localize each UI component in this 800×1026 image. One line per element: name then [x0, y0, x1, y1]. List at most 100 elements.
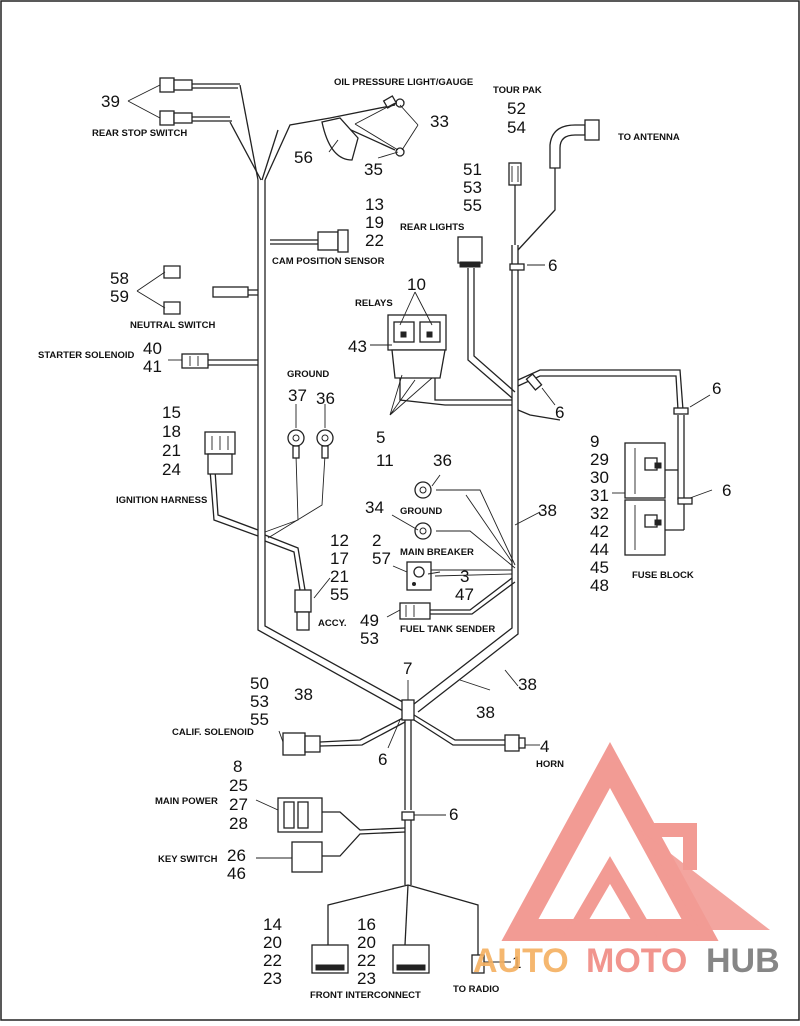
- callout-38-right: 38: [518, 675, 537, 694]
- callout-53-rear: 53: [463, 178, 482, 197]
- leader-lines: [127, 84, 713, 963]
- callout-6-tourpak: 6: [548, 256, 557, 275]
- callout-55-calif: 55: [250, 710, 269, 729]
- callout-36-right: 36: [433, 451, 452, 470]
- antenna-elbow: [549, 119, 600, 169]
- callout-31: 31: [590, 486, 609, 505]
- callout-6-relay: 6: [555, 403, 564, 422]
- callout-numbers: 39 33 56 35 52 54 51 53 55 6 13 19 22 10…: [101, 92, 731, 988]
- callout-41: 41: [143, 357, 162, 376]
- callout-20-b: 20: [357, 933, 376, 952]
- callout-7: 7: [403, 659, 412, 678]
- callout-53-fuel: 53: [360, 629, 379, 648]
- label-neutral-switch: NEUTRAL SWITCH: [130, 320, 215, 331]
- callout-54: 54: [507, 118, 526, 137]
- callout-39: 39: [101, 92, 120, 111]
- ignition-harness-connector: [204, 431, 236, 475]
- label-rear-stop-switch: REAR STOP SWITCH: [92, 128, 187, 139]
- callout-44: 44: [590, 540, 609, 559]
- callout-3: 3: [460, 567, 469, 586]
- calif-solenoid-connector: [282, 732, 321, 756]
- callout-19: 19: [365, 213, 384, 232]
- callout-29: 29: [590, 450, 609, 469]
- callout-6-fuse-top: 6: [712, 379, 721, 398]
- callout-11: 11: [376, 451, 394, 470]
- component-labels: OIL PRESSURE LIGHT/GAUGE TOUR PAK TO ANT…: [38, 77, 694, 1001]
- callout-9: 9: [590, 432, 599, 451]
- callout-24: 24: [162, 460, 181, 479]
- callout-20-a: 20: [263, 933, 282, 952]
- callout-34: 34: [365, 498, 384, 517]
- label-fuel-tank-sender: FUEL TANK SENDER: [400, 624, 495, 635]
- label-calif-solenoid: CALIF. SOLENOID: [172, 727, 254, 738]
- callout-14: 14: [263, 915, 282, 934]
- front-interconnect-connectors: [311, 944, 430, 974]
- callout-25: 25: [229, 776, 248, 795]
- watermark-moto: MOTO: [586, 942, 687, 980]
- callout-6-mainpower: 6: [449, 805, 458, 824]
- callout-46: 46: [227, 864, 246, 883]
- callout-10: 10: [407, 275, 426, 294]
- callout-22-cam: 22: [365, 231, 384, 250]
- callout-38-trunk: 38: [538, 501, 557, 520]
- label-main-power: MAIN POWER: [155, 796, 218, 807]
- label-cam-position-sensor: CAM POSITION SENSOR: [272, 256, 385, 267]
- callout-57: 57: [372, 549, 391, 568]
- callout-38-left: 38: [294, 685, 313, 704]
- callout-21-accy: 21: [330, 567, 349, 586]
- callout-26: 26: [227, 846, 246, 865]
- callout-28: 28: [229, 814, 248, 833]
- horn-connector: [504, 734, 526, 752]
- callout-42: 42: [590, 522, 609, 541]
- main-breaker: [406, 561, 432, 591]
- callout-37: 37: [288, 386, 307, 405]
- callout-56: 56: [294, 148, 313, 167]
- callout-45: 45: [590, 558, 609, 577]
- callout-12: 12: [330, 531, 349, 550]
- callout-55-rear: 55: [463, 196, 482, 215]
- callout-13: 13: [365, 195, 384, 214]
- fuel-tank-sender-connector: [399, 602, 431, 620]
- callout-50: 50: [250, 674, 269, 693]
- callout-49: 49: [360, 611, 379, 630]
- cam-position-sensor: [317, 229, 349, 253]
- callout-17: 17: [330, 549, 349, 568]
- callout-43: 43: [348, 337, 367, 356]
- label-relays: RELAYS: [355, 298, 393, 309]
- label-main-breaker: MAIN BREAKER: [400, 547, 474, 558]
- callout-16: 16: [357, 915, 376, 934]
- oil-pressure-sender: [321, 95, 405, 161]
- callout-23-a: 23: [263, 969, 282, 988]
- rear-lights-connector: [457, 236, 483, 268]
- tour-pak-connector: [508, 162, 522, 186]
- main-harness: [192, 83, 685, 955]
- radio-connector: [471, 954, 485, 974]
- label-front-interconnect: FRONT INTERCONNECT: [310, 990, 421, 1001]
- accy-connector: [294, 589, 312, 631]
- label-key-switch: KEY SWITCH: [158, 854, 218, 865]
- callout-48: 48: [590, 576, 609, 595]
- callout-55-accy: 55: [330, 585, 349, 604]
- callout-6-fuse-bottom: 6: [722, 481, 731, 500]
- callout-40: 40: [143, 339, 162, 358]
- neutral-switch: [163, 265, 249, 315]
- ground-eyelets-right: [414, 481, 432, 540]
- callout-53-calif: 53: [250, 692, 269, 711]
- callout-33: 33: [430, 112, 449, 131]
- label-ground-right: GROUND: [400, 506, 442, 517]
- label-to-antenna: TO ANTENNA: [618, 132, 680, 143]
- callout-6-hub: 6: [378, 750, 387, 769]
- callout-52: 52: [507, 99, 526, 118]
- main-power-connector: [277, 797, 323, 833]
- starter-solenoid-connector: [181, 353, 209, 369]
- callout-36-left: 36: [316, 389, 335, 408]
- callout-30: 30: [590, 468, 609, 487]
- callout-35: 35: [364, 160, 383, 179]
- callout-21-ign: 21: [162, 441, 181, 460]
- label-tour-pak: TOUR PAK: [493, 85, 542, 96]
- rear-stop-switch: [159, 77, 193, 126]
- ground-eyelets-left: [287, 429, 334, 459]
